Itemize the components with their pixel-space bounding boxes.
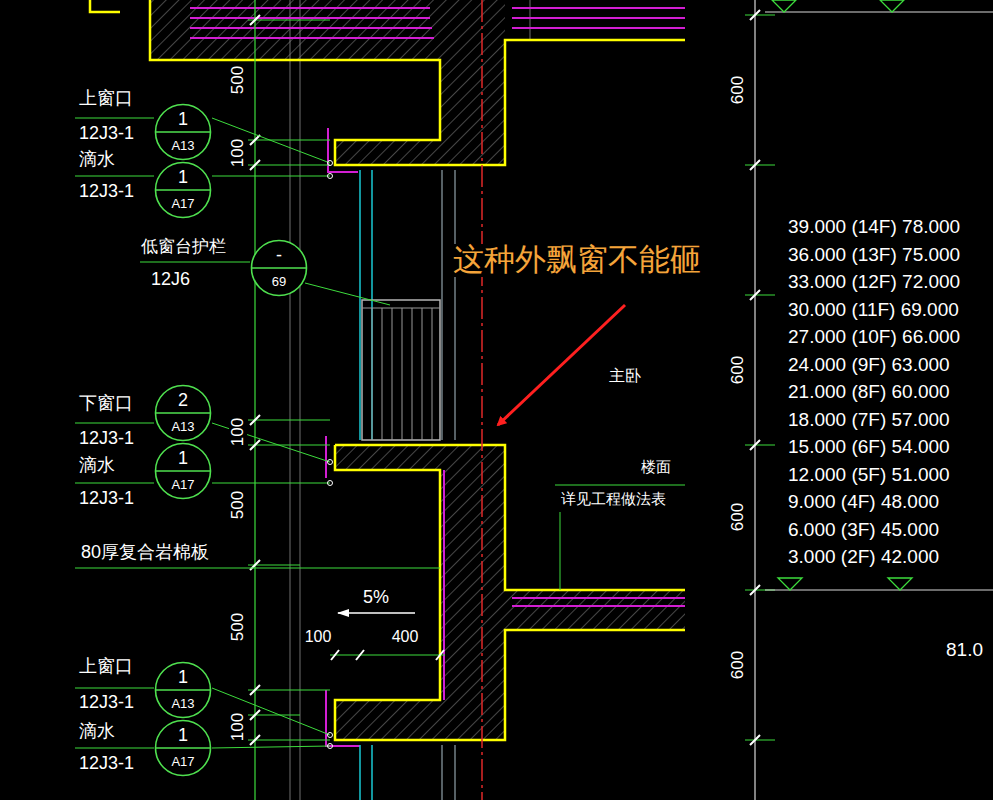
- detail-name: 上窗口: [78, 89, 134, 108]
- detail-callout: 1A13: [154, 103, 212, 161]
- elevation-row: 27.000 (10F) 66.000: [787, 327, 961, 347]
- dimension: 100: [304, 629, 333, 646]
- sheet-number: A17: [154, 755, 212, 768]
- leader-line: [75, 118, 685, 748]
- material-note: 80厚复合岩棉板: [80, 543, 210, 562]
- sheet-number: A13: [154, 697, 212, 710]
- detail-name: 低窗台护栏: [140, 238, 227, 256]
- ref-code: 12J3-1: [78, 429, 135, 448]
- ref-code: 12J3-1: [78, 124, 135, 143]
- dimension: 500: [229, 65, 247, 95]
- dimension: 600: [729, 355, 747, 385]
- ref-code: 12J3-1: [78, 182, 135, 201]
- dimension-line: [330, 655, 445, 656]
- detail-callout: 2A13: [154, 384, 212, 442]
- detail-callout: 1A17: [154, 161, 212, 219]
- circle-divider: [156, 412, 210, 413]
- elevation-value: 81.0: [945, 640, 984, 660]
- elevation-row: 30.000 (11F) 69.000: [787, 300, 960, 320]
- circle-divider: [156, 131, 210, 132]
- dimension: 600: [729, 75, 747, 105]
- annotation-arrow: [498, 305, 625, 425]
- annotation: 这种外飘窗不能砸: [452, 244, 702, 277]
- ref-code: 12J6: [150, 270, 191, 289]
- elevation-row: 12.000 (5F) 51.000: [787, 465, 951, 485]
- sheet-number: A13: [154, 420, 212, 433]
- dimension-tick: [250, 15, 260, 745]
- detail-callout: - 69: [250, 239, 308, 297]
- extension-line: [745, 15, 775, 740]
- structure-outline: [90, 0, 685, 740]
- sheet-number: A17: [154, 478, 212, 491]
- sheet-number: A13: [154, 139, 212, 152]
- detail-number: 1: [154, 668, 212, 686]
- floor-note: 楼面: [640, 459, 672, 475]
- detail-number: 2: [154, 391, 212, 409]
- elevation-row: 3.000 (2F) 42.000: [787, 547, 940, 567]
- dimension: 500: [229, 490, 247, 520]
- dimension-tick: [331, 650, 444, 660]
- window-frame: [360, 170, 372, 800]
- detail-number: 1: [154, 168, 212, 186]
- circle-divider: [252, 267, 306, 268]
- detail-name: 下窗口: [78, 394, 134, 413]
- detail-callout: 1A17: [154, 719, 212, 777]
- detail-number: -: [250, 246, 308, 264]
- detail-name: 滴水: [78, 456, 116, 475]
- elevation-row: 9.000 (4F) 48.000: [787, 492, 940, 512]
- ref-code: 12J3-1: [78, 754, 135, 773]
- slope-arrow: [338, 612, 415, 614]
- dimension: 100: [229, 712, 247, 742]
- detail-name: 滴水: [78, 722, 116, 741]
- slope: 5%: [362, 588, 390, 607]
- ref-code: 12J3-1: [78, 489, 135, 508]
- elevation-row: 39.000 (14F) 78.000: [787, 217, 961, 237]
- detail-name: 上窗口: [78, 657, 134, 676]
- circle-divider: [156, 747, 210, 748]
- dimension-line: [754, 0, 755, 800]
- dimension: 100: [229, 417, 247, 447]
- circle-divider: [156, 189, 210, 190]
- dimension: 600: [729, 502, 747, 532]
- sheet-number: 69: [250, 275, 308, 288]
- detail-name: 滴水: [78, 150, 116, 169]
- dimension-tick: [750, 10, 760, 745]
- elevation-line: [765, 12, 993, 590]
- elevation-row: 33.000 (12F) 72.000: [787, 272, 961, 292]
- dimension: 600: [729, 650, 747, 680]
- room-name: 主卧: [608, 368, 642, 385]
- concrete-hatch: [335, 445, 685, 740]
- axis-line: [481, 0, 483, 800]
- detail-number: 1: [154, 449, 212, 467]
- elevation-row: 18.000 (7F) 57.000: [787, 410, 951, 430]
- elevation-row: 15.000 (6F) 54.000: [787, 437, 951, 457]
- elevation-row: 24.000 (9F) 63.000: [787, 355, 951, 375]
- elevation-row: 6.000 (3F) 45.000: [787, 520, 940, 540]
- ref-code: 12J3-1: [78, 693, 135, 712]
- dimension: 400: [391, 629, 420, 646]
- guardrail-bar: [362, 308, 440, 440]
- detail-number: 1: [154, 110, 212, 128]
- elevation-row: 21.000 (8F) 60.000: [787, 382, 951, 402]
- floor-note: 详见工程做法表: [560, 491, 667, 507]
- detail-callout: 1A17: [154, 442, 212, 500]
- guardrail: [362, 300, 440, 440]
- sheet-number: A17: [154, 197, 212, 210]
- dimension: 100: [229, 138, 247, 168]
- finish-layer: [190, 8, 685, 746]
- dimension-line: [254, 0, 255, 800]
- circle-divider: [156, 689, 210, 690]
- circle-divider: [156, 470, 210, 471]
- dimension: 500: [229, 612, 247, 642]
- elevation-row: 36.000 (13F) 75.000: [787, 245, 961, 265]
- detail-callout: 1A13: [154, 661, 212, 719]
- detail-number: 1: [154, 726, 212, 744]
